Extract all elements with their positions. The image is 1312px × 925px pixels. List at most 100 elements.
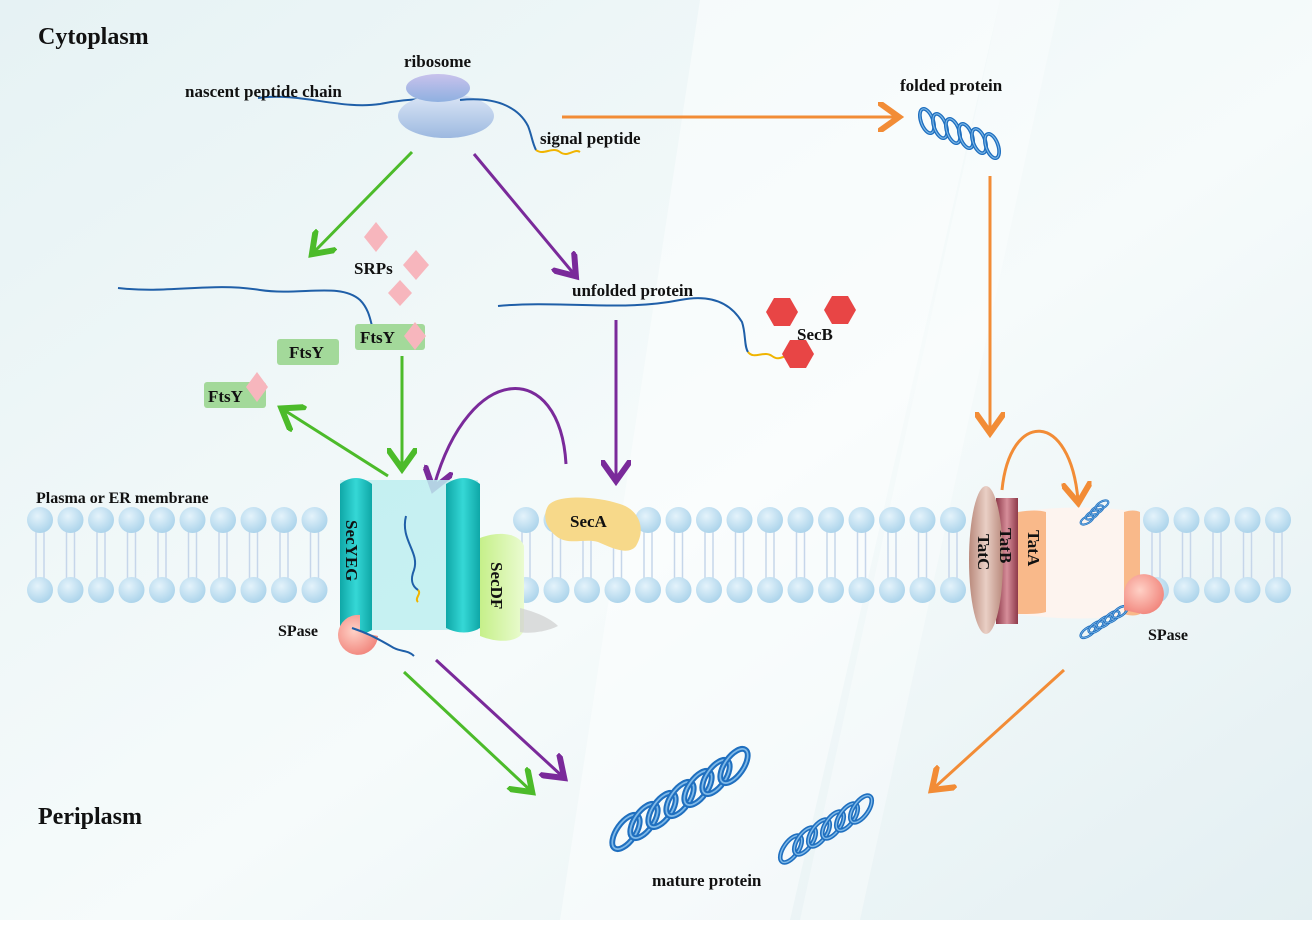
ribosome-large-subunit (398, 94, 494, 138)
spase-left (338, 614, 378, 655)
arrow-srp-to-mature (402, 670, 530, 790)
srp-diamond (404, 322, 426, 350)
lipid-head (757, 577, 783, 603)
lipid-head (635, 507, 661, 533)
lipid-head (909, 577, 936, 603)
lipid-head (1234, 507, 1261, 533)
srps-label: SRPs (354, 259, 393, 278)
secyeg-channel (340, 478, 480, 635)
tata-wall-left (1018, 510, 1046, 614)
spase-label-right: SPase (1148, 627, 1188, 644)
secb-hexagon (824, 296, 856, 324)
lipid-head (909, 507, 936, 533)
secdf-label: SecDF (487, 562, 506, 609)
lipid-head (179, 507, 206, 533)
lipid-head (1234, 577, 1261, 603)
tatc-protein (969, 486, 1003, 634)
seca-label: SecA (570, 512, 608, 531)
lipid-head (57, 507, 84, 533)
ribosome-label: ribosome (404, 52, 472, 71)
lipid-head (787, 507, 814, 533)
lipid-head (879, 577, 905, 603)
lipid-head (635, 577, 661, 603)
lipid-head (88, 577, 114, 603)
secb-complex (766, 296, 856, 368)
secyeg-left-wall (340, 478, 372, 635)
lipid-head (1173, 577, 1200, 603)
spase-label-left: SPase (278, 623, 318, 640)
ftsy-label-released: FtsY (208, 387, 243, 406)
lipid-head (665, 577, 692, 603)
light-band (560, 0, 1000, 920)
lipid-head (1204, 507, 1230, 533)
lipid-head (818, 507, 844, 533)
translocating-chain (403, 515, 419, 591)
lipid-head (696, 507, 722, 533)
lipid-head (726, 507, 753, 533)
periplasm-label: Periplasm (38, 804, 142, 830)
ftsy-box-bound (355, 324, 425, 350)
srp-bound-chain (117, 286, 373, 327)
secb-hexagon (782, 340, 814, 368)
lipid-head (1173, 507, 1200, 533)
ftsy-label-free: FtsY (289, 343, 324, 362)
chain-exit-line (459, 98, 537, 151)
lipid-head (118, 577, 145, 603)
lipid-head (787, 577, 814, 603)
srp-diamond (388, 280, 412, 306)
lipid-head (149, 577, 175, 603)
secdf-protein (480, 533, 524, 641)
lipid-head (1265, 577, 1291, 603)
srp-diamond (364, 222, 388, 252)
srp-diamond (246, 372, 268, 402)
tata-label: TatA (1024, 530, 1043, 567)
lipid-head (27, 507, 53, 533)
lipid-head (57, 577, 84, 603)
lipid-head (726, 577, 753, 603)
arrow-ribosome-to-unfolded (472, 153, 574, 274)
lipid-head (301, 577, 328, 603)
lipid-head (940, 577, 966, 603)
lipid-head (879, 507, 905, 533)
tata-pore (1018, 507, 1138, 619)
lipid-head (604, 577, 631, 603)
secyeg-right-wall (446, 478, 480, 633)
secb-hexagon (766, 298, 798, 326)
arrow-seca-cycle (434, 387, 568, 486)
lipid-head (757, 507, 783, 533)
lipid-head (118, 507, 145, 533)
lipid-head (1204, 577, 1230, 603)
nascent-chain-label: nascent peptide chain (185, 82, 342, 101)
arrow-ftsy-release (284, 410, 389, 478)
signal-peptide-line (535, 149, 581, 155)
lipid-head (149, 507, 175, 533)
signal-peptide-label: signal peptide (540, 129, 641, 148)
lipid-head (818, 577, 844, 603)
mature-protein-label: mature protein (652, 871, 762, 890)
unfolded-protein-label: unfolded protein (572, 281, 694, 300)
lipid-head (179, 577, 206, 603)
lipid-head (240, 507, 267, 533)
arrow-tat-translocation (1000, 429, 1078, 500)
ftsy-box-free (277, 339, 339, 365)
tatc-label: TatC (974, 534, 993, 570)
ribosome (257, 74, 581, 155)
translocating-signal (415, 589, 421, 603)
lipid-head (1143, 507, 1169, 533)
lipid-head (696, 577, 722, 603)
tat-complex (969, 486, 1140, 634)
lipid-head (665, 507, 692, 533)
tatb-label: TatB (996, 528, 1015, 563)
lipid-head (271, 507, 297, 533)
spase-right (1124, 574, 1164, 615)
lipid-head (848, 577, 875, 603)
light-band-2 (800, 0, 1060, 920)
lipid-head (301, 507, 328, 533)
seca-protein (545, 497, 641, 551)
lipid-head (848, 507, 875, 533)
membrane-label: Plasma or ER membrane (36, 490, 209, 507)
secyeg-label: SecYEG (342, 520, 361, 581)
